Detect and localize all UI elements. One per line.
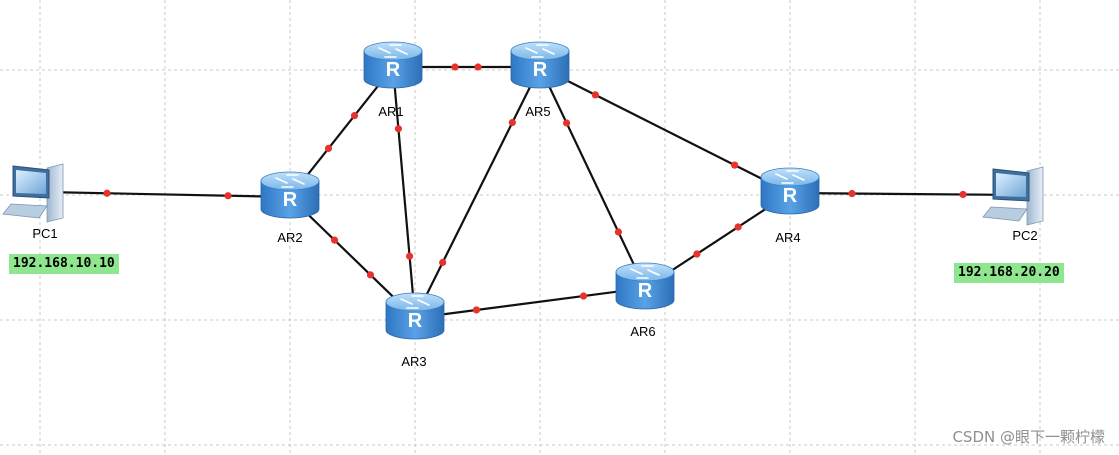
port-dot-ar1 xyxy=(451,63,459,71)
ports-layer xyxy=(103,63,967,314)
link-ar4-pc2[interactable] xyxy=(789,191,1026,197)
node-label-ar5: AR5 xyxy=(525,104,550,119)
router-ar4[interactable]: R xyxy=(760,167,820,215)
port-dot-ar1 xyxy=(394,125,403,133)
router-arrows-icon xyxy=(400,295,430,309)
node-label-ar6: AR6 xyxy=(630,324,655,339)
node-label-pc2: PC2 xyxy=(1012,228,1037,243)
pc2-ip-label: 192.168.20.20 xyxy=(954,263,1064,283)
port-dot-ar6 xyxy=(579,292,588,300)
router-r-icon: R xyxy=(783,185,798,207)
pc1-ip-label: 192.168.10.10 xyxy=(9,254,119,274)
router-ar2[interactable]: R xyxy=(260,171,320,219)
port-dot-pc1 xyxy=(103,189,111,197)
port-dot-ar3 xyxy=(366,271,375,279)
link-ar3-ar6[interactable] xyxy=(414,286,646,320)
port-dot-ar2 xyxy=(224,192,232,200)
port-dot-ar1 xyxy=(350,111,359,120)
link-ar1-ar3[interactable] xyxy=(391,66,417,319)
watermark: CSDN @眼下一颗柠檬 xyxy=(952,428,1105,446)
port-dot-ar5 xyxy=(508,118,516,127)
router-ar5[interactable]: R xyxy=(510,41,570,89)
router-r-icon: R xyxy=(386,59,401,81)
port-dot-ar3 xyxy=(405,252,414,260)
node-label-ar4: AR4 xyxy=(775,230,800,245)
router-ar6[interactable]: R xyxy=(615,262,675,310)
router-arrows-icon xyxy=(630,265,660,279)
port-dot-ar2 xyxy=(330,236,339,244)
port-dot-ar3 xyxy=(439,258,447,267)
port-dot-ar4 xyxy=(731,161,739,169)
router-r-icon: R xyxy=(638,280,653,302)
port-dot-ar6 xyxy=(614,228,622,236)
port-dot-ar4 xyxy=(848,189,856,198)
router-r-icon: R xyxy=(408,310,423,332)
router-ar3[interactable]: R xyxy=(385,292,445,340)
node-label-ar1: AR1 xyxy=(378,104,403,119)
port-dot-ar3 xyxy=(472,306,481,314)
port-dot-ar5 xyxy=(563,119,571,127)
router-r-icon: R xyxy=(283,189,298,211)
node-label-ar3: AR3 xyxy=(401,354,426,369)
port-dot-ar5 xyxy=(474,63,482,71)
port-dot-pc2 xyxy=(959,190,967,199)
link-pc1-ar2[interactable] xyxy=(44,190,291,199)
router-arrows-icon xyxy=(775,170,805,184)
node-label-pc1: PC1 xyxy=(32,226,57,241)
link-ar5-ar3[interactable] xyxy=(414,66,541,319)
router-r-icon: R xyxy=(533,59,548,81)
node-label-ar2: AR2 xyxy=(277,230,302,245)
port-dot-ar2 xyxy=(324,144,333,153)
port-dot-ar6 xyxy=(693,250,701,258)
link-ar5-ar6[interactable] xyxy=(539,66,646,289)
router-arrows-icon xyxy=(525,44,555,58)
pc-pc1[interactable] xyxy=(2,163,64,223)
port-dot-ar5 xyxy=(591,91,599,99)
port-dot-ar4 xyxy=(734,223,742,231)
pc-pc2[interactable] xyxy=(982,166,1044,226)
link-ar5-ar4[interactable] xyxy=(539,66,791,194)
router-ar1[interactable]: R xyxy=(363,41,423,89)
router-arrows-icon xyxy=(275,174,305,188)
router-arrows-icon xyxy=(378,44,408,58)
